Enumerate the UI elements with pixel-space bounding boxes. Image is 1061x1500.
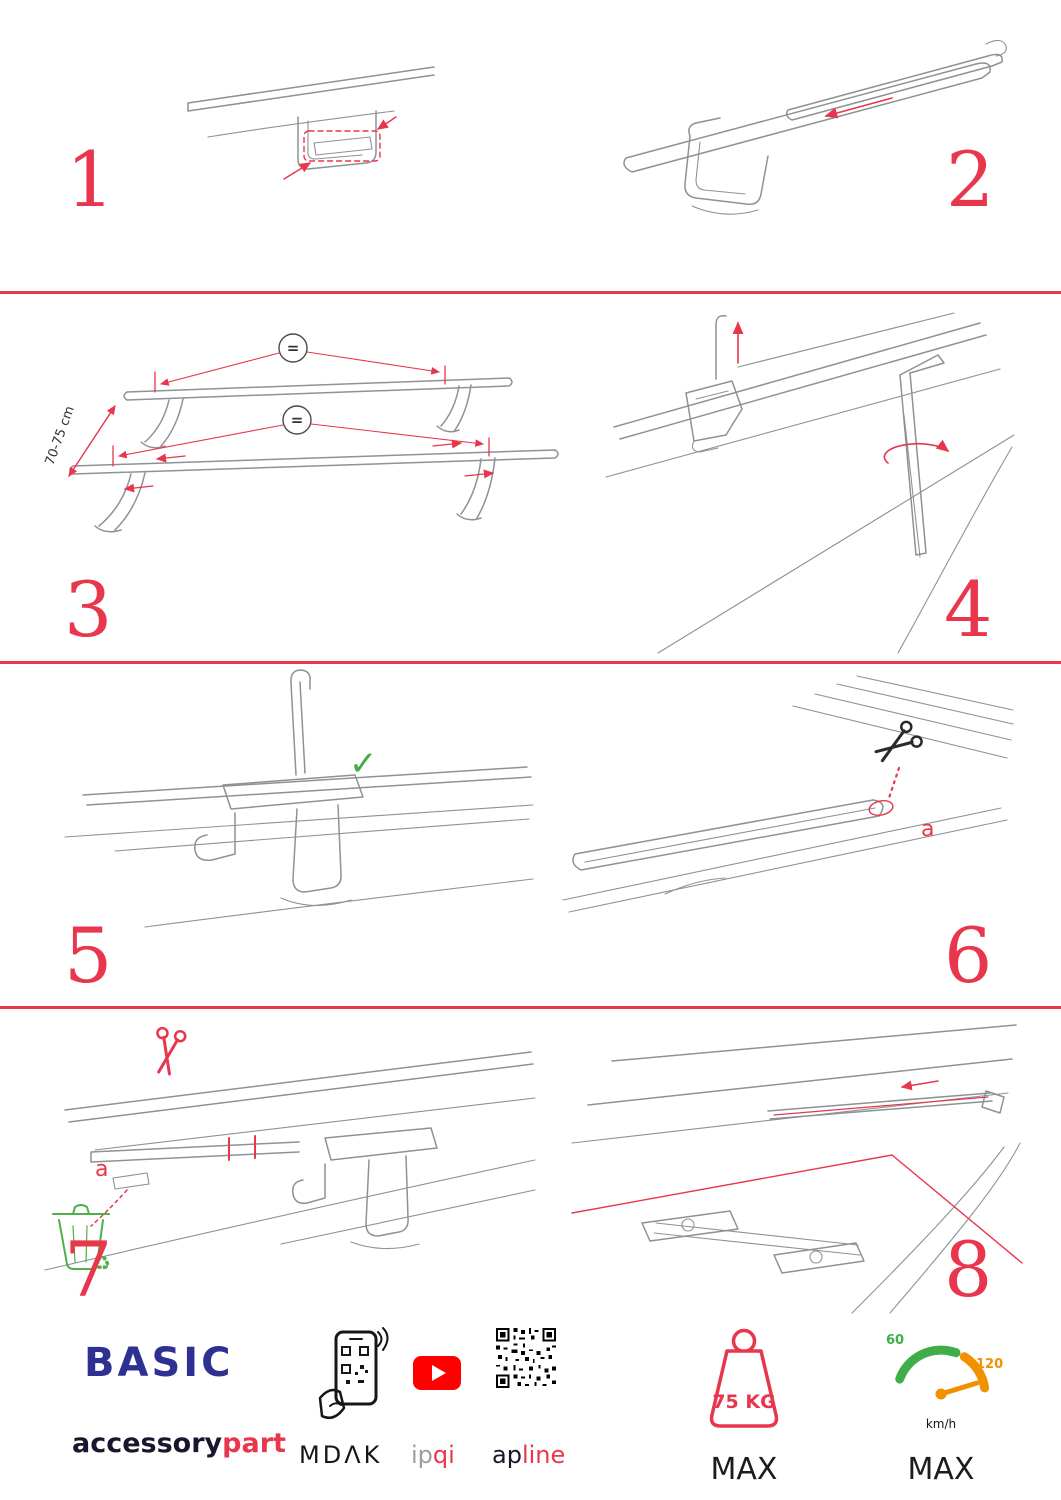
measure-line [159, 352, 280, 386]
play-icon [432, 1365, 446, 1381]
max-load-weight-icon: 75 KG [709, 1328, 779, 1428]
cut-highlight [868, 800, 894, 816]
step-7-illustration: a ♻ [44, 1026, 536, 1275]
clamp-assembly [194, 774, 364, 907]
step-1-illustration [187, 66, 435, 180]
gauge-needle [938, 1380, 980, 1397]
step-2-illustration [623, 39, 1007, 215]
rail-profile [187, 66, 435, 138]
allen-key [899, 354, 945, 558]
step-5-illustration: ✓ [64, 669, 534, 928]
adjust-arrow [123, 483, 154, 493]
brand-sub-red: part [222, 1428, 286, 1459]
scissors-icon [156, 1026, 187, 1076]
insert-arrow [376, 116, 397, 130]
weight-max-label: MAX [710, 1452, 778, 1487]
rotate-arrow [883, 439, 950, 464]
step-2-number: 2 [946, 135, 995, 224]
rear-crossbar [767, 1090, 1005, 1120]
crossbar [572, 799, 884, 871]
equals-sign-bottom: = [291, 411, 304, 429]
recycle-icon: ♻ [93, 1251, 111, 1275]
slide-arrow [824, 97, 893, 119]
clamp-hook [297, 110, 377, 170]
foot-plates [641, 1210, 865, 1274]
section-divider [0, 291, 1061, 294]
scissors-icon [874, 720, 923, 763]
speedometer-icon: 60 120 km/h [886, 1333, 1003, 1431]
step-5-number: 5 [64, 911, 113, 1000]
section-divider [0, 1006, 1061, 1009]
step-4-number: 4 [944, 565, 993, 654]
rear-crossbar [123, 377, 513, 449]
step-8-number: 8 [944, 1225, 993, 1314]
cut-marks [228, 1135, 256, 1161]
alignment-lines [571, 1154, 1023, 1264]
clamp-hook [685, 380, 743, 453]
qr-code-icon [495, 1327, 557, 1389]
spacing-dimension-label: 70-75 cm [43, 404, 78, 467]
step-8-illustration [571, 1024, 1023, 1314]
measure-tick [112, 437, 490, 467]
step-6-illustration: a [562, 675, 1014, 913]
brand-logo-basic: BASIC [84, 1340, 234, 1386]
partner-label-ipqi: ipqi [411, 1441, 455, 1469]
phone-qr-scan-icon [318, 1327, 389, 1419]
partner-label-mdak: MDΛK [299, 1441, 383, 1469]
gauge-low-label: 60 [886, 1333, 904, 1348]
spacing-dimension-arrow [68, 405, 116, 478]
insert-arrow [283, 162, 312, 180]
label-a: a [921, 817, 934, 842]
highlight-box [303, 130, 381, 162]
step-4-illustration [605, 312, 1015, 654]
trash-bin-icon: ♻ [52, 1204, 111, 1275]
adjust-arrow [432, 439, 463, 449]
step-7-number: 7 [64, 1225, 113, 1314]
step-3-illustration: = = 70-75 cm [43, 333, 559, 533]
brand-logo-accessorypart: accessorypart [72, 1428, 286, 1459]
cut-dashes [887, 766, 901, 800]
measure-line [117, 424, 284, 459]
clamp-hook [684, 117, 769, 215]
partner-label-apline: apline [492, 1441, 566, 1469]
equals-circle-bottom [282, 405, 312, 435]
clamp-assembly [291, 1127, 438, 1250]
measure-tick [154, 365, 446, 393]
label-a: a [95, 1157, 108, 1182]
side-rail [562, 807, 1008, 913]
front-crossbar [69, 449, 559, 533]
equals-circle-top [278, 333, 308, 363]
step-6-number: 6 [944, 911, 993, 1000]
roof-edge [64, 766, 534, 928]
slide-arrow [900, 1080, 939, 1091]
speed-max-label: MAX [907, 1452, 975, 1487]
equals-sign-top: = [287, 339, 300, 357]
gauge-high-label: 120 [976, 1357, 1003, 1372]
bar-highlight [773, 1096, 989, 1116]
adjust-arrow [155, 453, 186, 463]
measure-line [306, 351, 441, 375]
locking-pin [290, 669, 311, 776]
discard-path [90, 1189, 128, 1227]
rubber-strip [90, 1141, 300, 1190]
crossbar [623, 39, 1007, 173]
roof-edge [44, 1051, 536, 1271]
weight-value: 75 KG [712, 1391, 775, 1413]
section-divider [0, 661, 1061, 664]
roof-edge [605, 312, 1015, 654]
step-3-number: 3 [64, 565, 113, 654]
brand-sub-dark: accessory [72, 1428, 223, 1459]
adjust-arrow [464, 469, 495, 479]
youtube-icon [413, 1356, 461, 1390]
step-1-number: 1 [66, 135, 115, 224]
gauge-unit-label: km/h [926, 1417, 956, 1431]
locking-pin [715, 314, 727, 380]
roof-planks [792, 675, 1014, 759]
